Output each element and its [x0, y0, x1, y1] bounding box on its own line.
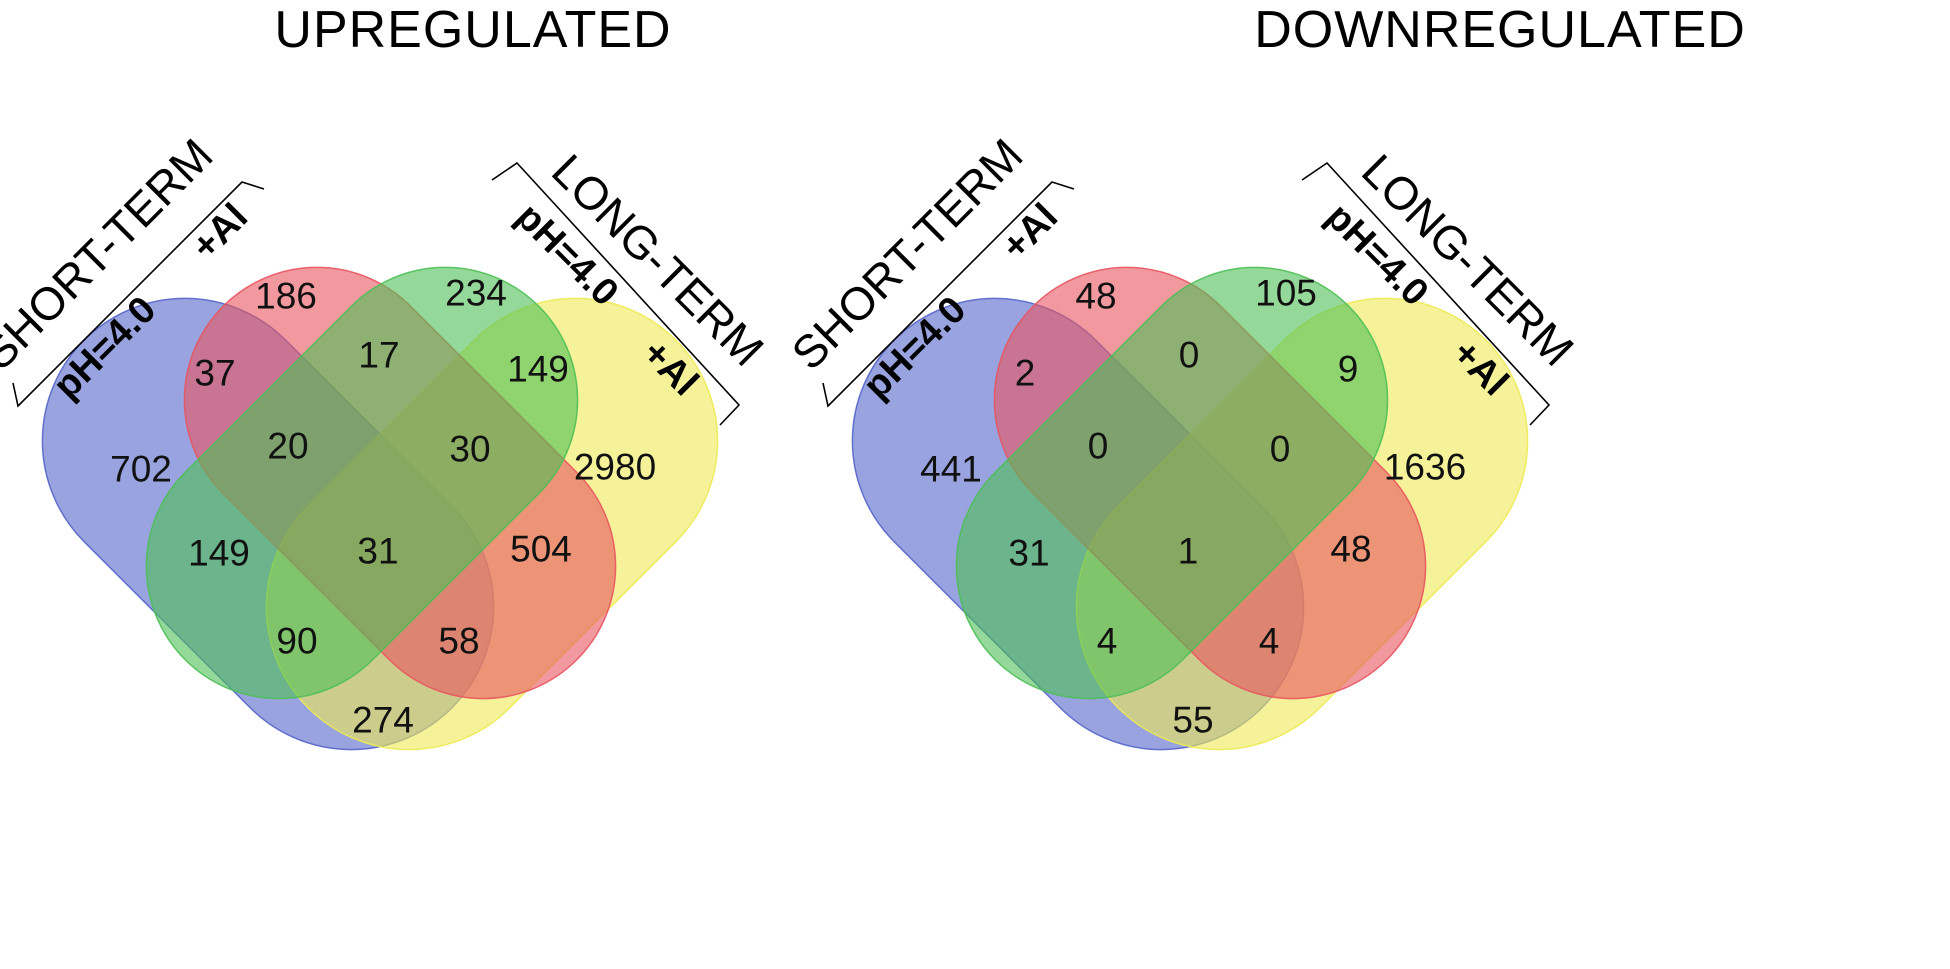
count-green-only: 234: [445, 273, 507, 314]
count-red-green: 17: [358, 335, 399, 376]
count-blue-green-yellow: 90: [276, 621, 317, 662]
count-blue-red: 37: [194, 353, 235, 394]
count-all: 1: [1178, 531, 1199, 572]
count-blue-red-yellow: 4: [1259, 621, 1280, 662]
count-red-green-yellow: 30: [449, 429, 490, 470]
count-blue-green: 31: [1008, 533, 1049, 574]
count-red-green: 0: [1179, 335, 1200, 376]
count-blue-red-yellow: 58: [438, 621, 479, 662]
short-term-al-label: +Al: [184, 196, 256, 268]
count-blue-red: 2: [1015, 353, 1036, 394]
count-green-yellow: 9: [1338, 349, 1359, 390]
count-blue-yellow: 55: [1172, 700, 1213, 741]
count-green-only: 105: [1255, 273, 1317, 314]
count-yellow-only: 1636: [1384, 447, 1466, 488]
short-term-al-label: +Al: [994, 196, 1066, 268]
count-red-only: 186: [255, 276, 317, 317]
long-term-bracket: [1301, 161, 1551, 426]
count-blue-only: 702: [110, 449, 172, 490]
downregulated-title: DOWNREGULATED: [1254, 1, 1746, 59]
count-yellow-only: 2980: [574, 447, 656, 488]
count-blue-red-green: 0: [1088, 426, 1109, 467]
upregulated-title: UPREGULATED: [274, 1, 672, 59]
count-red-yellow: 504: [510, 529, 572, 570]
count-green-yellow: 149: [507, 349, 569, 390]
count-blue-yellow: 274: [352, 700, 414, 741]
long-term-bracket: [491, 161, 741, 426]
count-blue-green: 149: [188, 533, 250, 574]
count-blue-green-yellow: 4: [1097, 621, 1118, 662]
count-red-yellow: 48: [1330, 529, 1371, 570]
short-term-bracket: [822, 181, 1075, 408]
green-set-shape: [145, 266, 579, 700]
count-red-green-yellow: 0: [1270, 429, 1291, 470]
short-term-bracket: [12, 181, 265, 408]
count-all: 31: [357, 531, 398, 572]
count-red-only: 48: [1075, 276, 1116, 317]
count-blue-red-green: 20: [267, 426, 308, 467]
green-set-shape: [955, 266, 1389, 700]
count-blue-only: 441: [920, 449, 982, 490]
